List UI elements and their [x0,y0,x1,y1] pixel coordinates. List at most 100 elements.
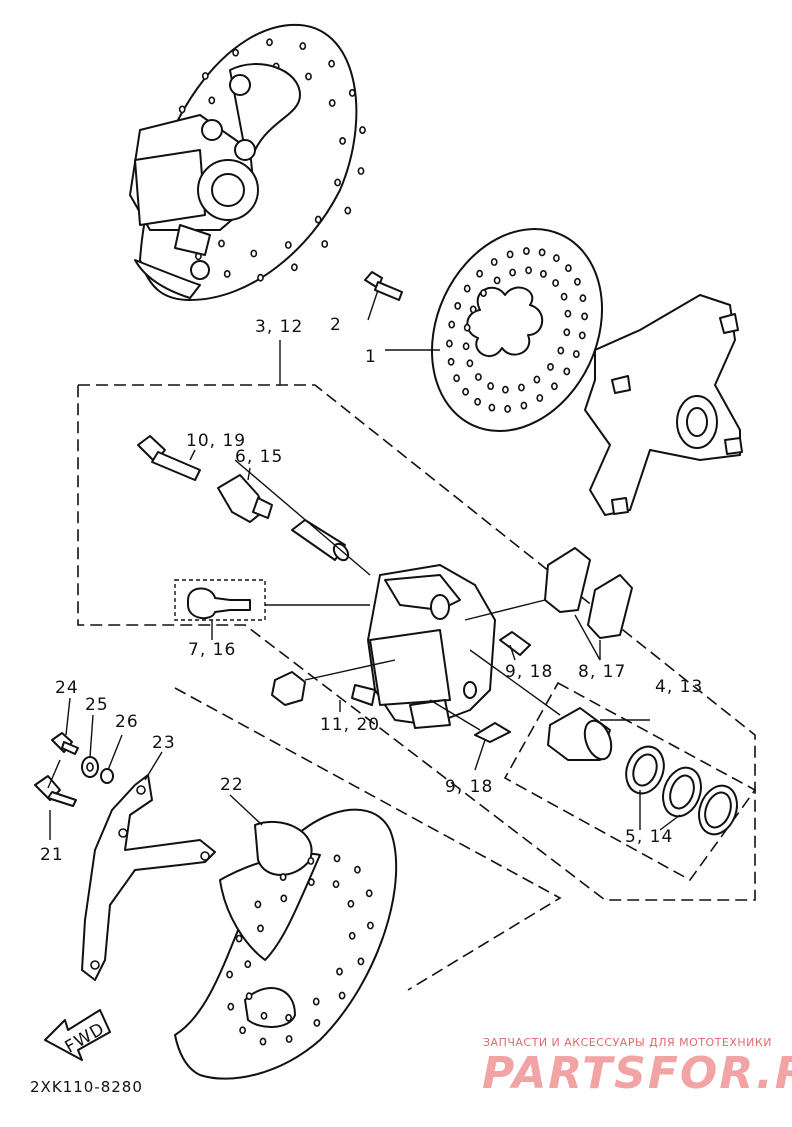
label-part-8-17: 8, 17 [578,662,626,682]
drill-hole [493,276,501,285]
drill-hole [518,383,525,392]
drill-hole [490,258,498,266]
drill-hole [307,878,315,887]
label-part-5-14: 5, 14 [625,827,673,847]
drill-hole [574,277,581,286]
drill-hole [366,921,374,930]
drill-hole [357,957,365,966]
drill-hole [328,99,336,107]
part-labels: 1 2 3, 12 10, 19 6, 15 7, 16 11, 20 9, 1… [40,315,703,865]
drill-hole [466,359,474,368]
caliper-pin [271,671,306,706]
drill-hole [280,894,288,903]
bleed-screw-group [174,579,266,621]
disc-bolt [364,271,403,301]
drill-hole [328,59,335,68]
drill-hole [520,401,528,410]
drill-hole [578,331,586,340]
drill-hole [445,339,453,348]
fwd-arrow: FWD [44,1009,111,1061]
drill-hole [285,1035,293,1043]
drill-hole [348,931,356,940]
drill-hole [226,970,233,979]
pad-spring-lower [474,722,511,743]
drill-hole [506,250,514,259]
brake-disc [430,228,604,432]
drill-hole [563,367,571,376]
drill-hole [462,387,469,396]
drill-hole [504,404,511,413]
drill-hole [563,328,571,337]
drill-hole [313,1018,321,1027]
brake-disc-second [174,808,398,1080]
label-part-4-13: 4, 13 [655,677,703,697]
drill-hole [235,934,243,943]
drill-hole [365,889,373,898]
drill-hole [572,350,580,359]
drill-hole [540,269,547,278]
drill-hole [250,249,258,258]
drill-hole [299,42,307,51]
drill-hole [257,924,264,933]
drill-hole [564,309,572,318]
watermark-caption: ЗАПЧАСТИ И АКСЕССУАРЫ ДЛЯ МОТОТЕХНИКИ [483,1036,772,1049]
drill-hole [239,1026,246,1035]
drill-hole [266,38,273,47]
label-part-7-16: 7, 16 [188,640,236,660]
drill-hole [474,373,482,381]
label-part-3-12: 3, 12 [255,317,303,337]
label-part-9-18-upper: 9, 18 [505,662,553,682]
label-part-21: 21 [40,845,64,865]
drill-hole [565,264,572,273]
drill-hole [581,312,588,321]
wheel-hub [584,294,743,516]
drill-hole [552,279,559,287]
label-part-24: 24 [55,678,79,698]
drill-hole [487,382,494,391]
drill-hole [357,167,365,175]
drill-hole [448,320,456,329]
caliper-bracket [81,774,216,981]
drill-hole [244,960,252,969]
drill-hole [560,292,568,301]
drill-hole [321,240,329,248]
drill-hole [463,323,471,332]
caliper-sleeve [291,519,350,562]
drill-hole [476,269,483,278]
drill-hole [218,239,225,248]
drill-hole [547,362,554,371]
label-part-6-15: 6, 15 [235,447,283,467]
drill-hole [305,72,312,81]
drill-hole [333,854,341,863]
drill-hole [488,403,496,412]
drill-hole [307,857,315,865]
caliper-piston [547,707,613,761]
drill-hole [284,241,292,249]
label-part-22: 22 [220,775,244,795]
drill-hole [260,1011,268,1020]
drill-hole [533,375,541,384]
label-part-25: 25 [85,695,109,715]
drill-hole [447,357,455,366]
drill-hole [453,374,460,383]
label-part-11-20: 11, 20 [320,715,380,735]
drill-hole [553,254,560,263]
drill-hole [259,1037,267,1046]
drill-hole [178,105,186,114]
drill-hole [279,873,287,882]
drill-hole [201,72,209,80]
drill-hole [347,899,355,908]
drill-hole [232,48,239,57]
watermark-brand: PARTSFOR.RU [482,1048,792,1099]
drill-hole [314,215,322,224]
caliper-assembly-boundary [77,384,756,901]
drill-hole [348,88,356,97]
drill-hole [245,992,253,1001]
drill-hole [338,991,346,1000]
drill-hole [501,385,509,394]
label-part-26: 26 [115,712,139,732]
piston-seal-group-boundary [503,681,757,882]
drill-hole [557,346,565,355]
drill-hole [359,126,366,135]
